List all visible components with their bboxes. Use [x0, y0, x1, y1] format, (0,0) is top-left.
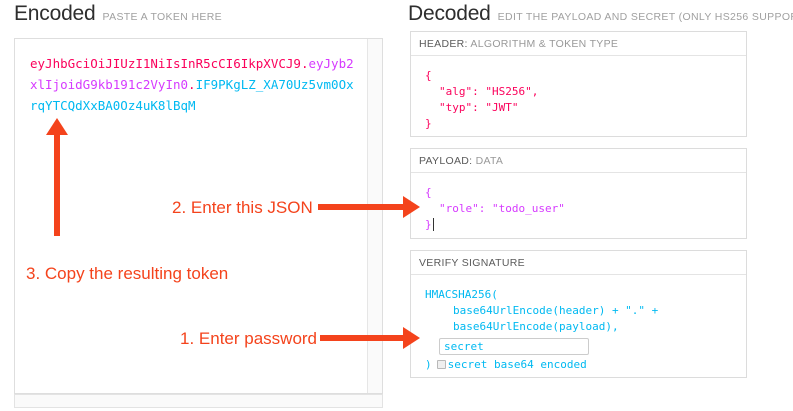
signature-line-2: base64UrlEncode(header) + "." +: [425, 303, 746, 319]
header-line-typ: "typ": "JWT": [425, 100, 746, 116]
decoded-column-heading: Decoded EDIT THE PAYLOAD AND SECRET (ONLY…: [408, 2, 793, 26]
header-alg-key: "alg": [439, 85, 473, 98]
decoded-payload-label-rest: DATA: [472, 155, 504, 167]
arrow-right-head-icon-2: [403, 196, 420, 218]
decoded-title: Decoded: [408, 2, 491, 25]
payload-role-key: "role": [439, 202, 479, 215]
base64-encoded-checkbox[interactable]: [436, 360, 446, 369]
payload-text-cursor: [432, 218, 441, 231]
arrow-right-shaft-icon-2: [318, 204, 404, 210]
encoded-scrollbar[interactable]: [367, 39, 382, 393]
payload-line-brace-close: }: [425, 217, 746, 233]
decoded-payload-editor[interactable]: { "role": "todo_user" }: [411, 173, 746, 245]
token-payload-segment: eyJyb2xlIjoidG9kb191c2VyIn0: [30, 56, 354, 92]
header-line-brace-close: }: [425, 117, 432, 130]
header-typ-value: "JWT": [485, 101, 519, 114]
decoded-signature-label-strong: VERIFY SIGNATURE: [419, 257, 525, 269]
signature-line-close: ) secret base64 encoded: [425, 357, 746, 373]
decoded-header-label-rest: ALGORITHM & TOKEN TYPE: [467, 38, 619, 50]
annotation-step-2: 2. Enter this JSON: [172, 198, 313, 217]
header-alg-colon: :: [472, 85, 486, 98]
header-typ-colon: :: [472, 101, 486, 114]
signature-secret-row: [425, 335, 746, 357]
base64-encoded-label: secret base64 encoded: [447, 358, 587, 371]
decoded-payload-label-strong: PAYLOAD:: [419, 155, 473, 167]
header-line-brace-open: {: [425, 69, 432, 82]
payload-line-brace-open: {: [425, 186, 432, 199]
annotation-step-3: 3. Copy the resulting token: [26, 264, 229, 283]
header-typ-key: "typ": [439, 101, 473, 114]
token-separator-2: .: [188, 77, 196, 92]
decoded-payload-label: PAYLOAD: DATA: [411, 149, 746, 173]
decoded-signature-label: VERIFY SIGNATURE: [411, 251, 746, 275]
payload-role-colon: :: [478, 202, 492, 215]
decoded-payload-section: PAYLOAD: DATA { "role": "todo_user" }: [410, 148, 747, 239]
signature-line-3: base64UrlEncode(payload),: [425, 319, 746, 335]
annotation-step-1: 1. Enter password: [180, 329, 318, 348]
encoded-token-panel[interactable]: eyJhbGciOiJIUzI1NiIsInR5cCI6IkpXVCJ9.eyJ…: [14, 38, 383, 394]
signature-line-1: HMACSHA256(: [425, 288, 498, 301]
payload-role-value: "todo_user": [492, 202, 565, 215]
decoded-subtitle: EDIT THE PAYLOAD AND SECRET (ONLY HS256 …: [497, 11, 793, 23]
arrow-up-head-icon: [46, 118, 68, 135]
token-header-segment: eyJhbGciOiJIUzI1NiIsInR5cCI6IkpXVCJ9: [30, 56, 301, 71]
token-separator-1: .: [300, 56, 309, 71]
decoded-header-editor[interactable]: { "alg": "HS256", "typ": "JWT" }: [411, 56, 746, 144]
payload-line-role: "role": "todo_user": [425, 201, 746, 217]
header-alg-value: "HS256",: [485, 85, 539, 98]
arrow-right-shaft-icon-1: [320, 335, 404, 341]
decoded-header-label-strong: HEADER:: [419, 38, 468, 50]
token-signature-segment: IF9PKgLZ_XA70Uz5vm0OxrqYTCQdXxBA0Oz4uK8l…: [30, 77, 354, 113]
decoded-header-section: HEADER: ALGORITHM & TOKEN TYPE { "alg": …: [410, 31, 747, 137]
encoded-title: Encoded: [14, 2, 96, 25]
signature-line-3-text: base64UrlEncode(payload),: [453, 320, 619, 333]
encoded-column-heading: Encoded PASTE A TOKEN HERE: [14, 2, 222, 26]
payload-brace-close: }: [425, 218, 432, 231]
decoded-header-label: HEADER: ALGORITHM & TOKEN TYPE: [411, 32, 746, 56]
arrow-up-shaft-icon: [54, 133, 60, 236]
signature-line-2-text: base64UrlEncode(header) + "." +: [453, 304, 659, 317]
decoded-signature-section: VERIFY SIGNATURE HMACSHA256( base64UrlEn…: [410, 250, 747, 378]
token-textarea[interactable]: eyJhbGciOiJIUzI1NiIsInR5cCI6IkpXVCJ9.eyJ…: [30, 53, 360, 116]
header-line-alg: "alg": "HS256",: [425, 84, 746, 100]
signature-paren-close: ): [425, 358, 432, 371]
secret-input[interactable]: [439, 338, 589, 355]
decoded-signature-editor: HMACSHA256( base64UrlEncode(header) + ".…: [411, 275, 746, 385]
arrow-right-head-icon-1: [403, 327, 420, 349]
encoded-panel-footer: [14, 394, 383, 408]
encoded-subtitle: PASTE A TOKEN HERE: [102, 11, 223, 23]
